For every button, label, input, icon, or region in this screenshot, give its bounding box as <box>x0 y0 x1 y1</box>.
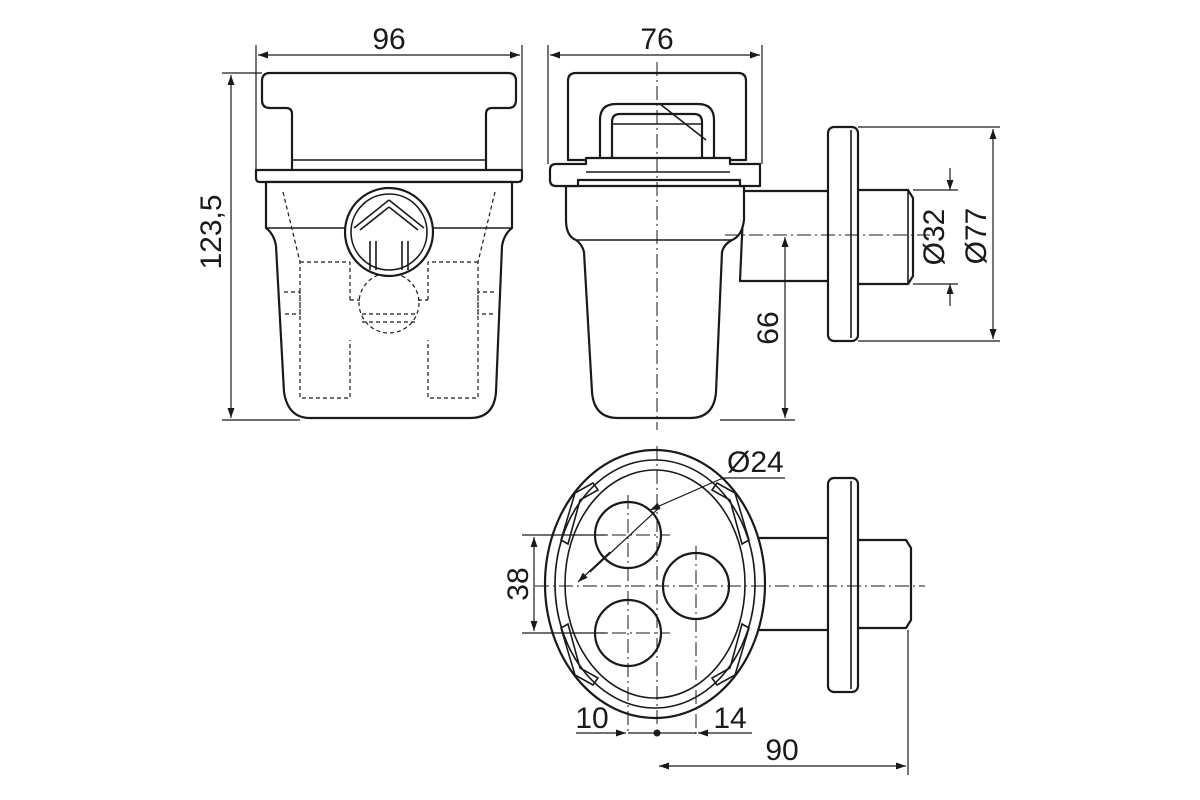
front-view <box>254 71 524 420</box>
bottom-oval-outer <box>543 448 767 720</box>
front-lid <box>260 71 518 184</box>
bottom-view <box>543 448 913 720</box>
bottom-outlet-spigot <box>850 538 913 630</box>
front-body <box>264 180 514 420</box>
dim-outlet-height: 66 <box>752 311 785 344</box>
dim-offset-left: 10 <box>575 702 608 735</box>
dim-side-width: 76 <box>640 23 673 56</box>
side-flange <box>826 125 860 343</box>
side-outlet-spigot <box>850 188 915 286</box>
bottom-hole-right <box>661 551 731 621</box>
bottom-flange <box>826 476 860 694</box>
dim-hole-spacing: 38 <box>502 567 535 600</box>
side-body <box>564 184 746 420</box>
dim-outlet-length: 90 <box>765 734 798 767</box>
dim-hole-diameter: Ø24 <box>727 446 784 479</box>
dim-flange-diameter: Ø77 <box>960 208 993 265</box>
side-outlet-pipe <box>738 189 840 283</box>
front-rim <box>254 168 524 184</box>
front-hidden-lines <box>282 191 496 399</box>
dim-outlet-diameter: Ø32 <box>918 209 951 266</box>
side-view <box>548 71 915 420</box>
dim-offset-right: 14 <box>713 702 746 735</box>
front-inlet-circle <box>343 186 435 278</box>
dimensions: 96 76 123,5 66 Ø32 Ø77 Ø24 <box>195 23 1000 775</box>
dim-overall-height: 123,5 <box>195 194 228 269</box>
dim-front-width: 96 <box>372 23 405 56</box>
